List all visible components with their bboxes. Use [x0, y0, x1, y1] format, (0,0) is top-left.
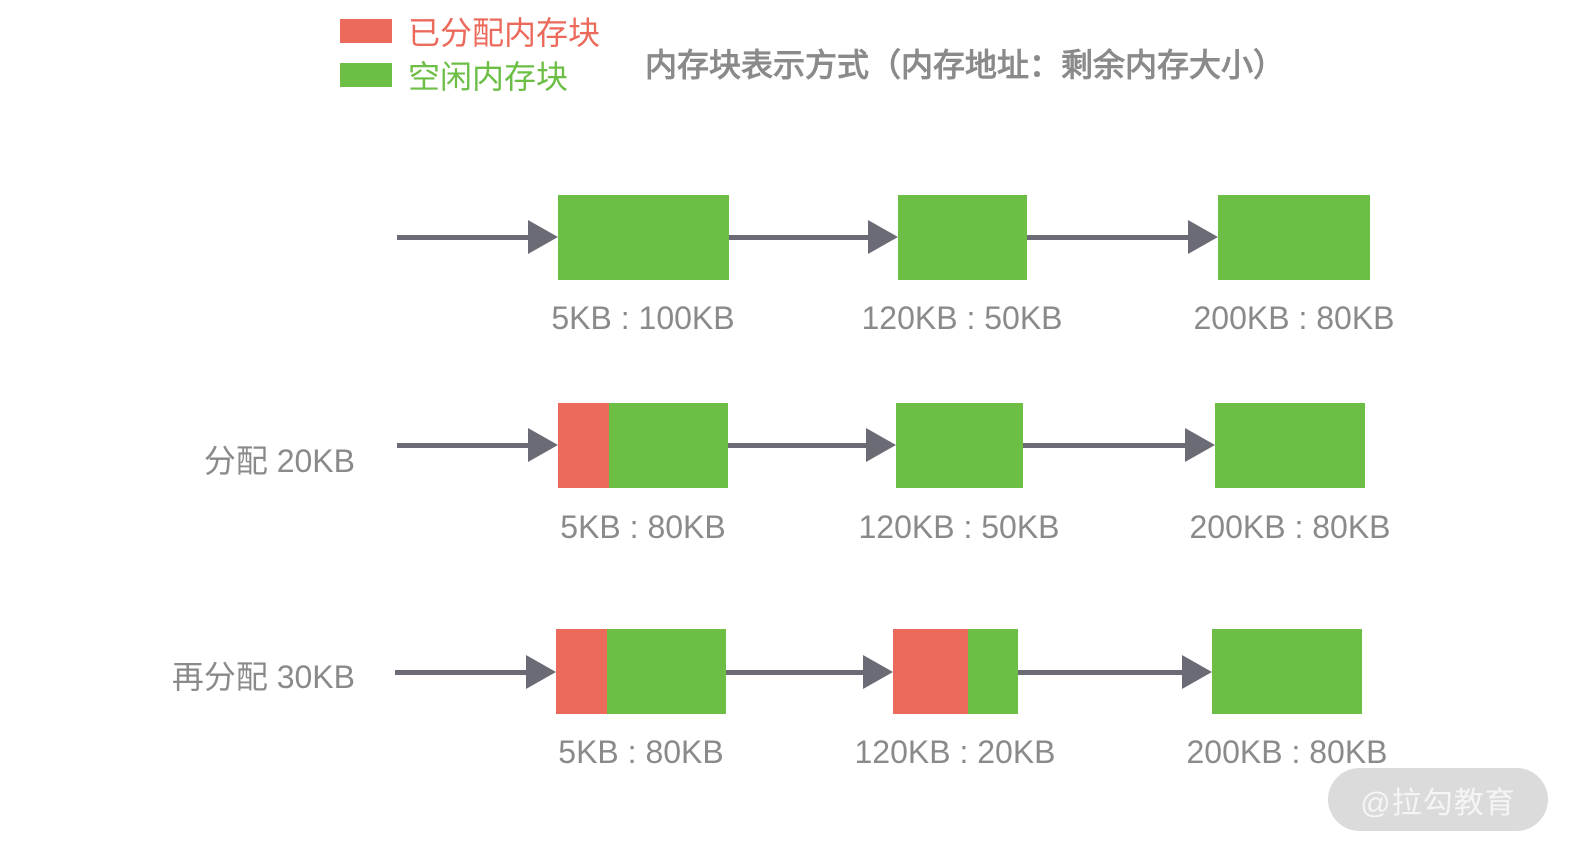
arrow-head-icon	[528, 428, 558, 462]
arrow-icon	[395, 655, 556, 689]
memory-block	[1218, 195, 1370, 280]
allocated-segment	[556, 629, 607, 714]
legend-label-allocated: 已分配内存块	[408, 15, 601, 51]
arrow-line	[397, 442, 528, 448]
block-caption: 5KB : 100KB	[551, 300, 735, 336]
legend-swatch-free-icon	[340, 63, 392, 87]
legend-item-free: 空闲内存块	[340, 55, 568, 95]
memory-block	[896, 403, 1023, 488]
arrow-head-icon	[1182, 655, 1212, 689]
memory-block	[898, 195, 1027, 280]
arrow-icon	[728, 428, 896, 462]
arrow-line	[728, 442, 866, 448]
block-caption: 5KB : 80KB	[558, 734, 724, 770]
arrow-icon	[1027, 220, 1218, 254]
arrow-line	[1018, 669, 1182, 675]
arrow-line	[1023, 442, 1185, 448]
allocated-segment	[893, 629, 968, 714]
memory-block	[556, 629, 726, 714]
memory-block	[1215, 403, 1365, 488]
memory-block	[893, 629, 1018, 714]
memory-block	[558, 195, 729, 280]
allocated-segment	[558, 403, 609, 488]
block-caption: 200KB : 80KB	[1193, 300, 1395, 336]
arrow-icon	[397, 220, 558, 254]
arrow-icon	[729, 220, 898, 254]
block-caption: 5KB : 80KB	[560, 509, 726, 545]
arrow-icon	[726, 655, 893, 689]
row-label: 再分配 30KB	[171, 659, 355, 695]
row-label: 分配 20KB	[203, 443, 355, 479]
legend-item-allocated: 已分配内存块	[340, 11, 600, 51]
legend-swatch-allocated-icon	[340, 19, 392, 43]
arrow-head-icon	[1185, 428, 1215, 462]
memory-block	[1212, 629, 1362, 714]
arrow-head-icon	[868, 220, 898, 254]
arrow-head-icon	[866, 428, 896, 462]
arrow-line	[729, 234, 868, 240]
arrow-icon	[1018, 655, 1212, 689]
block-caption: 120KB : 50KB	[858, 509, 1060, 545]
arrow-head-icon	[863, 655, 893, 689]
arrow-line	[397, 234, 528, 240]
arrow-line	[395, 669, 526, 675]
arrow-icon	[1023, 428, 1215, 462]
block-caption: 120KB : 50KB	[861, 300, 1063, 336]
arrow-head-icon	[1188, 220, 1218, 254]
arrow-head-icon	[526, 655, 556, 689]
legend-label-free: 空闲内存块	[408, 59, 569, 95]
memory-block	[558, 403, 728, 488]
watermark-label: @拉勾教育	[1360, 786, 1516, 820]
arrow-line	[726, 669, 863, 675]
block-caption: 120KB : 20KB	[854, 734, 1056, 770]
diagram-title: 内存块表示方式（内存地址：剩余内存大小）	[644, 47, 1285, 83]
arrow-line	[1027, 234, 1188, 240]
arrow-head-icon	[528, 220, 558, 254]
block-caption: 200KB : 80KB	[1189, 509, 1391, 545]
arrow-icon	[397, 428, 558, 462]
block-caption: 200KB : 80KB	[1186, 734, 1388, 770]
watermark-badge: @拉勾教育	[1328, 768, 1548, 831]
